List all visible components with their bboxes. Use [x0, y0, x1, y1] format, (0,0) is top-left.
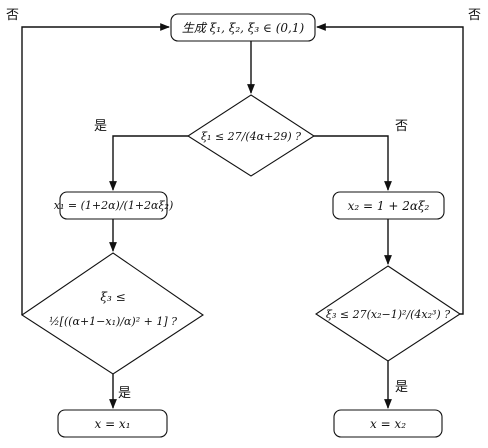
assign-x1-label: x₁ = (1+2α)/(1+2αξ₂) — [53, 199, 174, 212]
condition-3-label: ξ₃ ≤ 27(x₂−1)²/(4x₂³) ? — [325, 307, 451, 321]
edge-label-cond1-yes: 是 — [94, 119, 108, 134]
edge-label-cond1-no: 否 — [395, 119, 409, 134]
result-right-label: x = x₂ — [369, 416, 407, 431]
result-right-node — [333, 409, 443, 438]
result-left-label: x = x₁ — [94, 416, 131, 431]
condition-2-label-line2: ½[((α+1−x₁)/α)² + 1] ? — [48, 314, 178, 328]
start-node — [170, 13, 316, 42]
edge-label-cond2-yes: 是 — [118, 386, 132, 401]
result-left-node — [57, 409, 168, 438]
assign-x2-label: x₂ = 1 + 2αξ₂ — [347, 198, 430, 213]
start-node-label: 生成 ξ₁, ξ₂, ξ₃ ∈ (0,1) — [181, 21, 305, 35]
edge-label-cond2-no: 否 — [6, 8, 20, 23]
condition-1-diamond — [186, 94, 316, 177]
condition-2-label-line1: ξ₃ ≤ — [100, 290, 126, 304]
edge-cond2-no-loop — [21, 23, 170, 315]
edge-cond1-no — [314, 135, 392, 191]
edge-cond3-no-loop — [316, 23, 464, 315]
edge-cond1-yes — [109, 135, 188, 191]
edge-label-cond3-no: 否 — [468, 8, 482, 23]
condition-1-label: ξ₁ ≤ 27/(4α+29) ? — [201, 129, 301, 143]
edge-label-cond3-yes: 是 — [395, 380, 409, 395]
